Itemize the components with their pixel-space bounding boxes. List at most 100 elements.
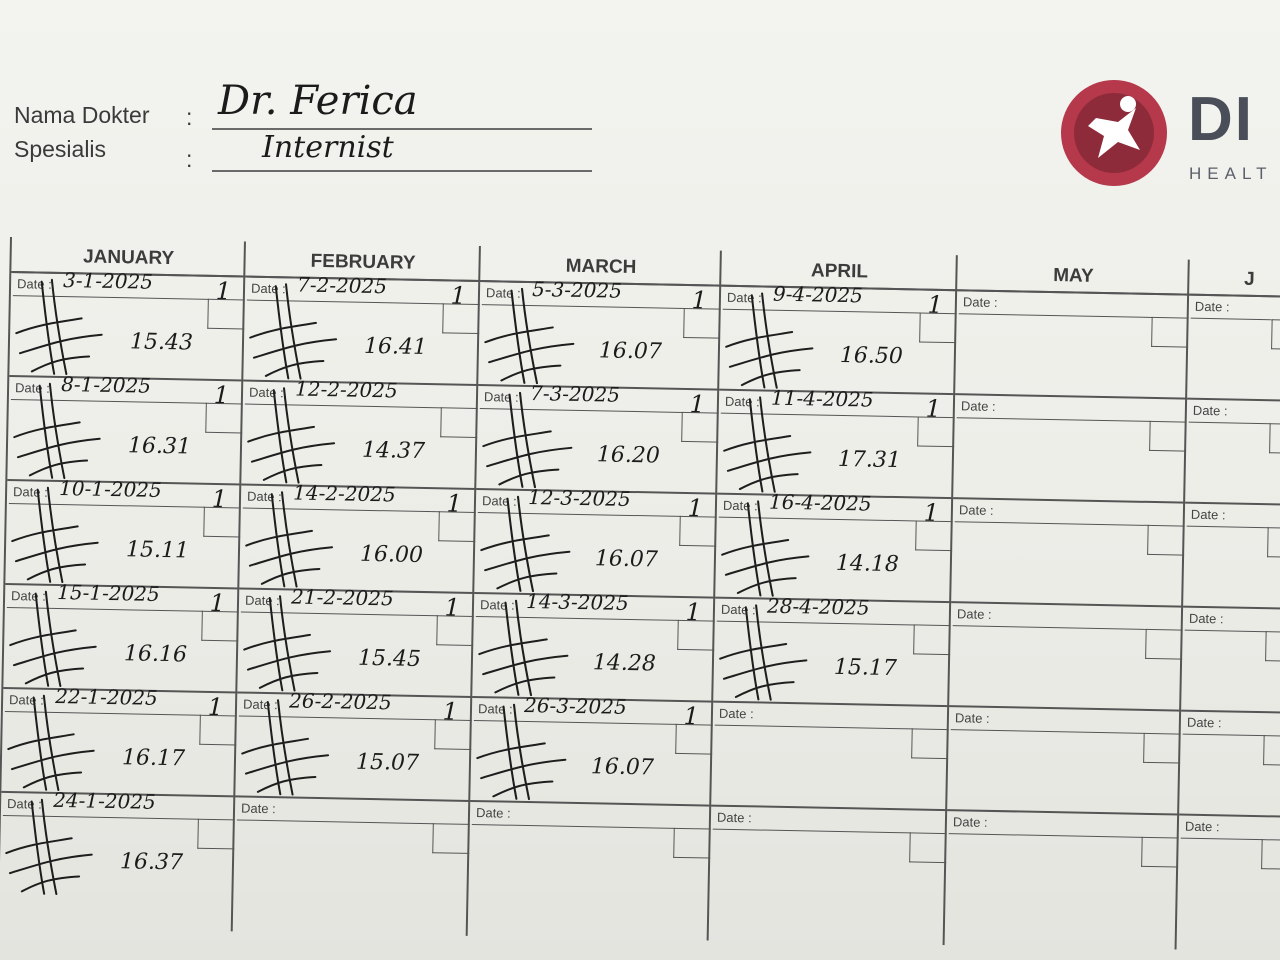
initial-box[interactable] [1149, 420, 1187, 452]
date-underline [2, 814, 199, 820]
initial-box[interactable] [1145, 628, 1183, 660]
initial-box[interactable] [913, 624, 951, 656]
initial-box[interactable] [1267, 527, 1280, 558]
date-label: Date : [16, 276, 52, 292]
specialist-value: Internist [262, 130, 394, 165]
handwritten-initial: 1 [691, 286, 708, 315]
handwritten-initial: 1 [442, 697, 459, 726]
visit-cell[interactable]: Date : [947, 705, 1182, 816]
date-underline [1190, 317, 1273, 321]
initial-box[interactable] [1151, 316, 1189, 348]
date-underline [1180, 837, 1263, 841]
date-label: Date : [958, 502, 994, 518]
visit-cell[interactable]: Date : [951, 497, 1186, 608]
visit-cell[interactable]: Date : [468, 799, 712, 911]
initial-box[interactable] [1143, 732, 1181, 764]
visit-cell[interactable]: Date : [711, 700, 950, 812]
initial-box[interactable] [673, 827, 711, 859]
date-label: Date : [246, 488, 282, 505]
visit-cell[interactable]: Date : [955, 289, 1190, 400]
date-label: Date : [726, 289, 762, 306]
date-underline [479, 408, 683, 413]
star-person-logo-icon [1061, 80, 1167, 186]
handwritten-initial: 1 [209, 588, 226, 618]
date-underline [714, 724, 913, 730]
handwritten-date: 10-1-2025 [58, 475, 162, 502]
handwritten-date: 26-2-2025 [288, 688, 392, 715]
date-label: Date : [240, 800, 276, 817]
date-label: Date : [1188, 610, 1224, 627]
handwritten-date: 14-2-2025 [292, 480, 396, 507]
handwritten-date: 28-4-2025 [766, 593, 870, 620]
visit-cell[interactable]: Date : [1185, 397, 1280, 506]
date-underline [240, 611, 438, 617]
specialist-colon: : [186, 146, 193, 172]
date-underline [10, 399, 207, 404]
initial-box[interactable] [1147, 524, 1185, 556]
initial-box[interactable] [1141, 836, 1179, 868]
handwritten-date: 16-4-2025 [768, 489, 872, 516]
date-label: Date : [722, 497, 758, 514]
logo-wordmark: DI [1188, 85, 1254, 154]
date-underline [244, 403, 442, 409]
initial-box[interactable] [1265, 631, 1280, 662]
date-label: Date : [1186, 714, 1222, 731]
visit-cell[interactable]: Date : [1187, 293, 1280, 402]
visit-cell[interactable]: Date : [1177, 813, 1280, 922]
visit-cell[interactable]: Date : [953, 393, 1188, 504]
handwritten-time: 14.18 [835, 550, 900, 578]
visit-cell[interactable]: Date : [949, 601, 1184, 712]
date-label: Date : [477, 701, 513, 717]
date-label: Date : [242, 696, 278, 713]
initial-box[interactable] [911, 728, 949, 760]
handwritten-date: 12-2-2025 [294, 376, 398, 403]
initial-box[interactable] [1263, 735, 1280, 766]
initial-box[interactable] [1261, 839, 1280, 870]
visit-cell[interactable]: Date : [233, 795, 471, 906]
date-underline [473, 719, 677, 725]
date-underline [1186, 525, 1269, 529]
handwritten-time: 16.17 [121, 745, 186, 772]
date-underline [238, 715, 436, 721]
handwritten-time: 14.28 [592, 650, 657, 677]
date-label: Date : [1194, 298, 1230, 315]
handwritten-time: 15.43 [129, 329, 194, 356]
initial-box[interactable] [197, 818, 235, 850]
initial-box[interactable] [1269, 423, 1280, 454]
handwritten-time: 14.37 [361, 437, 426, 465]
visit-cell[interactable]: Date : [709, 804, 948, 916]
initial-box[interactable] [432, 823, 470, 854]
date-underline [950, 729, 1145, 734]
initial-box[interactable] [440, 407, 478, 439]
date-underline [481, 304, 685, 309]
specialist-underline [212, 170, 592, 172]
initial-box[interactable] [1271, 319, 1280, 350]
clinic-logo: DI HEALT [1058, 78, 1280, 188]
visit-cell[interactable]: Date : [1183, 501, 1280, 610]
initial-box[interactable] [909, 832, 947, 864]
visit-cell[interactable]: Date : [945, 809, 1180, 920]
visit-cell[interactable]: Date : [1181, 605, 1280, 714]
visit-cell[interactable]: Date : [1179, 709, 1280, 818]
